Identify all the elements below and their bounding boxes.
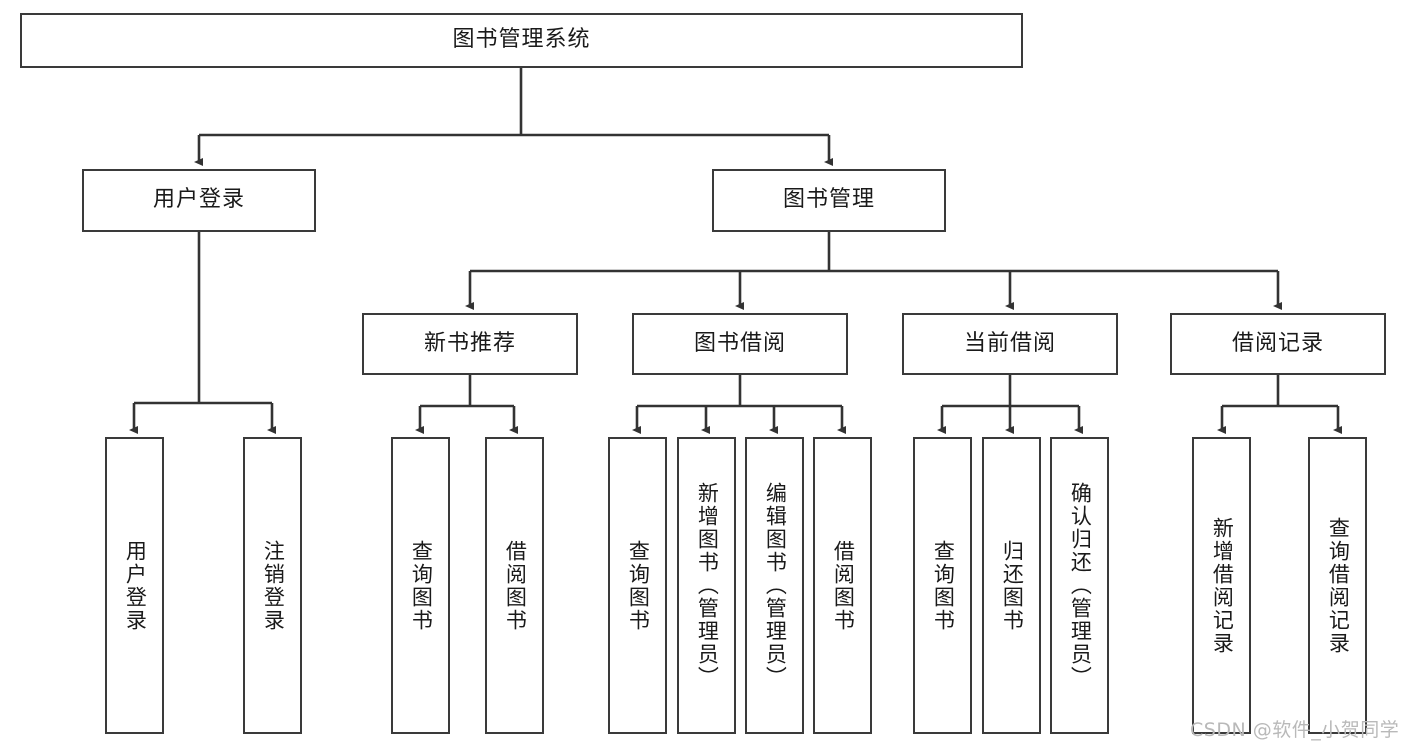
node-label: 图书借阅 — [693, 330, 786, 356]
node-label: 用户登录 — [152, 187, 245, 213]
leaf-recommend-query-book[interactable]: 查询图书 — [391, 437, 450, 734]
node-book-management[interactable]: 图书管理 — [712, 169, 946, 232]
node-book-borrow[interactable]: 图书借阅 — [632, 313, 848, 375]
node-new-book-recommend[interactable]: 新书推荐 — [362, 313, 578, 375]
node-label: 查询图书 — [409, 539, 434, 632]
node-label: 借阅图书 — [831, 539, 856, 632]
leaf-current-return-book[interactable]: 归还图书 — [982, 437, 1041, 734]
node-label: 新增图书（管理员） — [695, 482, 720, 689]
node-root-system[interactable]: 图书管理系统 — [20, 13, 1023, 68]
node-label: 查询借阅记录 — [1326, 516, 1351, 655]
leaf-borrow-borrow-book[interactable]: 借阅图书 — [813, 437, 872, 734]
leaf-borrow-add-book-admin[interactable]: 新增图书（管理员） — [677, 437, 736, 734]
watermark-text: CSDN @软件_小贺同学 — [1190, 719, 1400, 741]
node-label: 图书管理 — [782, 187, 875, 213]
leaf-borrow-edit-book-admin[interactable]: 编辑图书（管理员） — [745, 437, 804, 734]
node-label: 新书推荐 — [423, 330, 516, 356]
leaf-user-login-signout[interactable]: 注销登录 — [243, 437, 302, 734]
node-label: 注销登录 — [261, 539, 286, 632]
node-label: 编辑图书（管理员） — [763, 482, 788, 689]
leaf-borrow-query-book[interactable]: 查询图书 — [608, 437, 667, 734]
leaf-current-query-book[interactable]: 查询图书 — [913, 437, 972, 734]
node-label: 确认归还（管理员） — [1068, 482, 1093, 689]
leaf-record-query-record[interactable]: 查询借阅记录 — [1308, 437, 1367, 734]
node-label: 借阅记录 — [1231, 330, 1324, 356]
node-user-login[interactable]: 用户登录 — [82, 169, 316, 232]
node-label: 当前借阅 — [963, 330, 1056, 356]
leaf-record-add-record[interactable]: 新增借阅记录 — [1192, 437, 1251, 734]
node-label: 图书管理系统 — [452, 27, 591, 53]
node-label: 用户登录 — [123, 539, 148, 632]
node-borrow-record[interactable]: 借阅记录 — [1170, 313, 1386, 375]
node-label: 查询图书 — [626, 539, 651, 632]
leaf-current-confirm-return-admin[interactable]: 确认归还（管理员） — [1050, 437, 1109, 734]
leaf-user-login-signin[interactable]: 用户登录 — [105, 437, 164, 734]
node-current-borrow[interactable]: 当前借阅 — [902, 313, 1118, 375]
node-label: 借阅图书 — [503, 539, 528, 632]
node-label: 新增借阅记录 — [1210, 516, 1235, 655]
node-label: 归还图书 — [1000, 539, 1025, 632]
leaf-recommend-borrow-book[interactable]: 借阅图书 — [485, 437, 544, 734]
node-label: 查询图书 — [931, 539, 956, 632]
